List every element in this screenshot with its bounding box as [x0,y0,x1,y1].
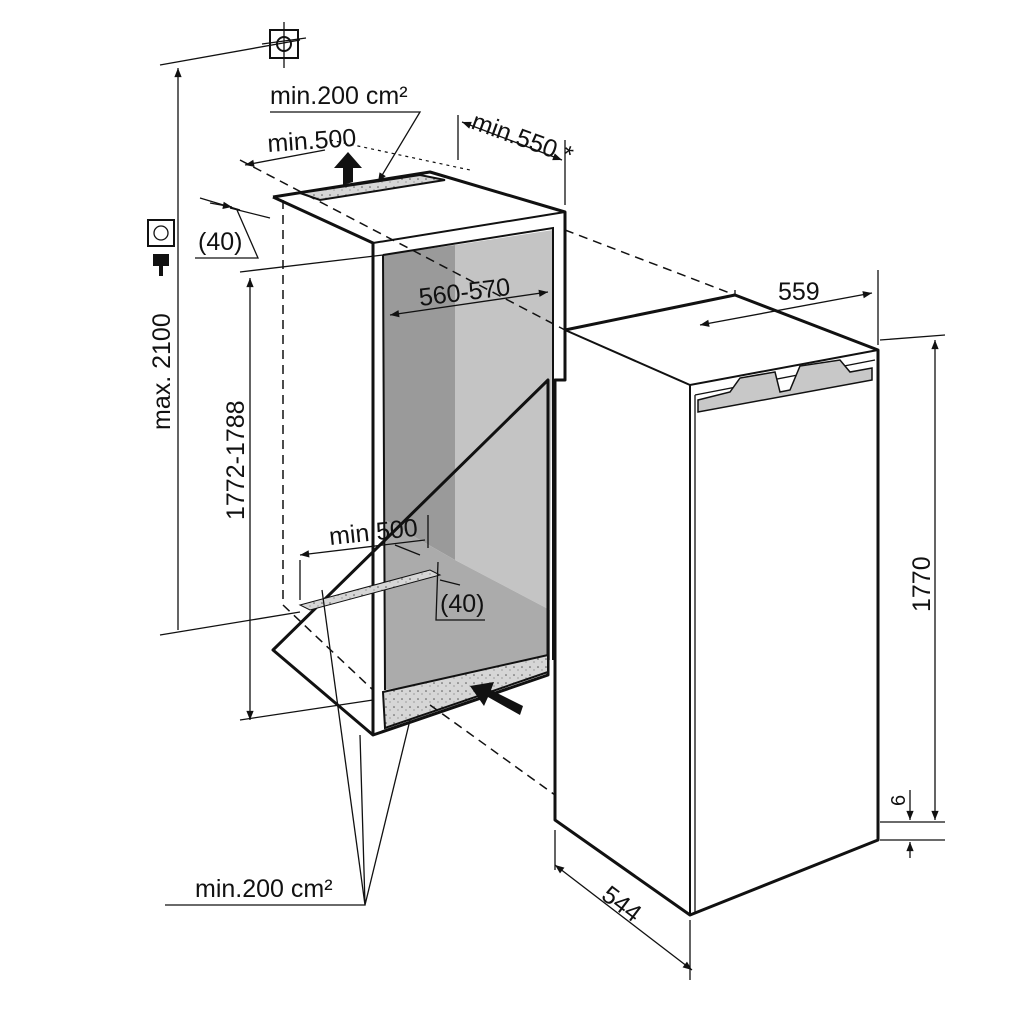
niche-floor [385,520,550,690]
max-height-label: max. 2100 [148,313,176,430]
appliance-depth-label: 544 [596,880,646,928]
bottom-vent-area-label: min.200 cm² [195,875,333,903]
top-vent [299,173,446,202]
niche-left-wall [383,245,455,560]
bottom-vent-offset-label: (40) [440,590,484,618]
wall-fixing-icon [261,22,307,68]
hidden-edge [282,200,374,691]
appliance-height-label: 1770 [908,556,936,612]
ceiling-line [159,39,301,66]
niche-depth-label: min.550 * [468,107,577,170]
door-edge [694,359,876,912]
socket-icon [147,219,175,247]
niche [239,152,736,796]
dimensions [147,22,946,980]
appliance-width-label: 559 [778,278,820,306]
top-vent-area-label: min.200 cm² [270,82,408,110]
bottom-vent [381,653,549,730]
top-vent-width-label: min.500 [266,124,357,158]
niche-height-label: 1772-1788 [222,400,250,520]
airflow-up-arrow-icon [334,152,362,185]
appliance [553,293,880,917]
gap-label: 6 [888,795,910,806]
niche-front-edge [272,195,375,735]
niche-opening [372,211,566,691]
plug-icon [153,254,169,276]
control-panel [697,359,873,413]
airflow-in-arrow-icon [470,682,523,715]
appliance-edges [564,329,879,915]
top-vent-offset-label: (40) [198,228,242,256]
niche-back-wall [455,230,553,610]
floor-vent [298,569,442,611]
